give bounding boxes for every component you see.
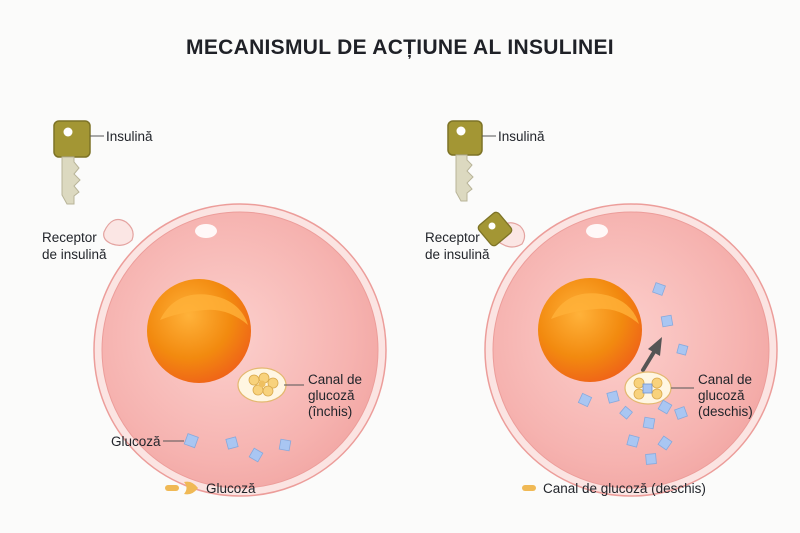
channel-label-line1: Canal de — [698, 372, 752, 387]
receptor-label-line2: de insulină — [42, 247, 107, 262]
glucose-molecule-icon — [674, 406, 688, 420]
legend-glucose-icon — [184, 481, 198, 495]
channel-label-line2: glucoză — [308, 388, 355, 403]
glucose-molecule-icon — [652, 282, 666, 296]
glucose-molecule-icon — [657, 435, 673, 451]
glucose-molecule-icon — [606, 390, 620, 404]
channel-label-line3: (închis) — [308, 404, 352, 419]
receptor-label-line1: Receptor — [425, 230, 480, 245]
bound-insulin-icon — [477, 211, 513, 247]
legend-left: Glucoză — [165, 481, 256, 496]
receptor-label-line1: Receptor — [42, 230, 97, 245]
cell-highlight — [586, 224, 608, 238]
page-title: MECANISMUL DE ACȚIUNE AL INSULINEI — [186, 36, 614, 59]
glucose-molecule-icon — [660, 314, 674, 328]
glucose-molecule-icon — [225, 436, 239, 450]
right-panel: Insulină Receptor de insulină — [425, 120, 778, 497]
glucose-molecule-icon — [626, 434, 640, 448]
glucose-channel-closed-icon — [237, 367, 287, 403]
channel-label-line1: Canal de — [308, 372, 362, 387]
insulin-key-icon — [447, 120, 483, 202]
legend-swatch-icon — [165, 485, 179, 491]
left-panel: Insulină Receptor de insulină Canal de g… — [42, 120, 387, 497]
glucose-channel-open-icon — [624, 371, 672, 405]
legend-right: Canal de glucoză (deschis) — [522, 481, 706, 496]
channel-label-line2: glucoză — [698, 388, 745, 403]
insulin-label: Insulină — [498, 129, 545, 144]
glucose-molecule-icon — [645, 453, 657, 465]
glucose-molecule-icon — [676, 343, 689, 356]
glucose-molecules-inside — [652, 282, 689, 415]
glucose-molecule-icon — [619, 405, 633, 420]
channel-label-line3: (deschis) — [698, 404, 753, 419]
glucose-molecule-icon — [183, 433, 199, 449]
glucose-molecule-icon — [642, 416, 656, 430]
glucose-molecule-icon — [577, 392, 593, 408]
legend-right-label: Canal de glucoză (deschis) — [543, 481, 706, 496]
cell-highlight — [195, 224, 217, 238]
legend-left-label: Glucoză — [206, 481, 256, 496]
insulin-label: Insulină — [106, 129, 153, 144]
glucose-molecules-outside — [577, 390, 688, 465]
glucose-molecule-icon — [248, 447, 264, 463]
glucose-molecule-icon — [278, 438, 292, 452]
uptake-arrow-icon — [641, 337, 662, 372]
glucose-molecule-icon — [657, 399, 673, 415]
legend-swatch-icon — [522, 485, 536, 491]
insulin-receptor-icon — [103, 219, 134, 246]
glucose-label: Glucoză — [111, 434, 161, 449]
glucose-molecules-outside — [183, 433, 292, 463]
receptor-label-line2: de insulină — [425, 247, 490, 262]
insulin-key-icon — [53, 120, 91, 205]
